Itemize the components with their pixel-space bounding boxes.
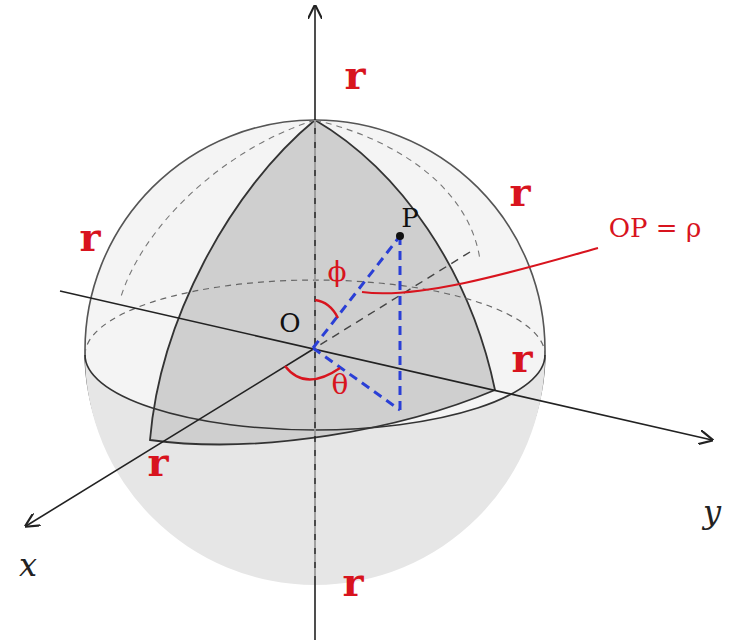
- origin-label: O: [279, 310, 300, 336]
- distance-mark: r: [147, 442, 168, 482]
- axis-label: y: [703, 496, 721, 528]
- angle-label: ϕ: [327, 258, 346, 286]
- point-label: P: [401, 205, 419, 231]
- distance-mark: r: [511, 338, 532, 378]
- radius-note: OP = ρ: [609, 215, 701, 241]
- angle-label: θ: [332, 371, 349, 399]
- distance-mark: r: [344, 55, 365, 95]
- distance-mark: r: [509, 172, 530, 212]
- axis-label: x: [19, 549, 37, 581]
- distance-mark: r: [342, 562, 363, 602]
- distance-mark: r: [79, 217, 100, 257]
